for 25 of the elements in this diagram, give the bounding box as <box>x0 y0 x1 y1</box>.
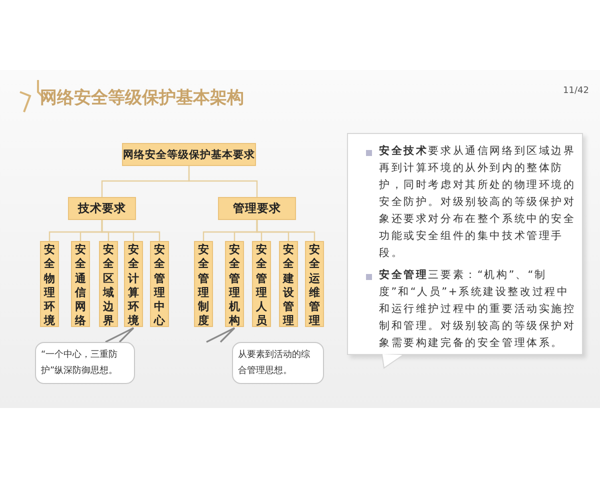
bullet-paragraph: 安全管理三要素：“机构”、“制度”和“人员”+系统建设整改过程中和运行维护过程中的重要活动实施控制和管理。对级别较高的等级保护对象需要构建完备的安全管理体系。 <box>379 267 576 352</box>
requirement-box: 安全管理人员 <box>252 241 271 327</box>
category-box: 管理要求 <box>218 197 296 220</box>
bullet-paragraph: 安全技术要求从通信网络到区域边界再到计算环境的从外到内的整体防护，同时考虑对其所处的物理环境的安全防护。对级别较高的等级保护对象还要求对分布在整个系统中的安全功能或安全组件的集中技术管理手段。 <box>379 143 576 262</box>
leader-line <box>206 327 236 343</box>
requirement-box: 安全管理制度 <box>194 241 213 327</box>
requirement-box: 安全管理机构 <box>225 241 244 327</box>
requirement-box: 安全建设管理 <box>279 241 298 327</box>
requirement-box: 安全区域边界 <box>99 241 118 327</box>
tree-connector <box>101 220 160 241</box>
speech-callout: “一个中心，三重防护”纵深防御思想。 <box>35 342 135 384</box>
tree-connector <box>256 220 316 241</box>
slide-title: 网络安全等级保护基本架构 <box>40 87 244 109</box>
requirement-box: 安全运维管理 <box>305 241 324 327</box>
requirement-box: 网络安全等级保护基本要求 <box>122 143 256 166</box>
leader-line <box>105 327 134 343</box>
speech-callout: 从要素到活动的综合管理思想。 <box>232 342 324 384</box>
tree-connector <box>188 166 258 197</box>
text-panel <box>347 133 583 355</box>
requirement-box: 安全管理中心 <box>150 241 169 327</box>
requirement-box: 安全物理环境 <box>40 241 59 327</box>
requirement-box: 安全通信网络 <box>71 241 90 327</box>
page-number: 11/42 <box>563 86 589 96</box>
category-box: 技术要求 <box>68 197 136 220</box>
requirement-box: 安全计算环境 <box>124 241 143 327</box>
